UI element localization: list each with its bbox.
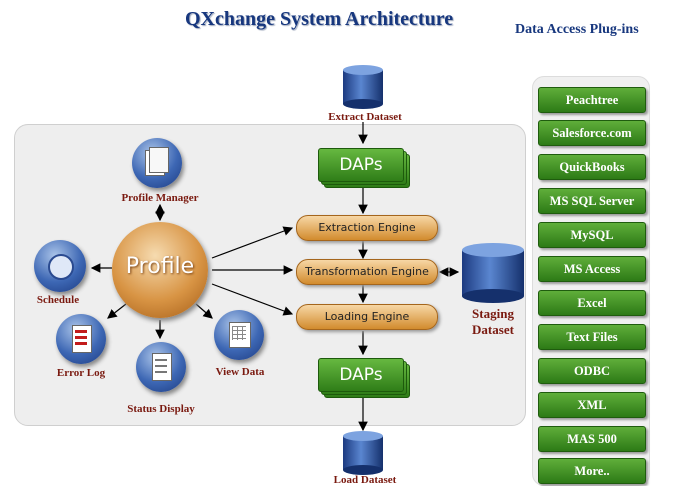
staging-dataset-icon bbox=[462, 243, 524, 303]
status-display-icon bbox=[136, 342, 186, 392]
profile-manager-icon bbox=[132, 138, 182, 188]
plugin-button-odbc[interactable]: ODBC bbox=[538, 358, 646, 384]
loading-engine: Loading Engine bbox=[296, 304, 438, 330]
staging-dataset-label-line1: Staging bbox=[472, 306, 514, 321]
extract-dataset-icon bbox=[343, 65, 383, 109]
plugin-button-salesforce[interactable]: Salesforce.com bbox=[538, 120, 646, 146]
plugin-button-ms-sql-server[interactable]: MS SQL Server bbox=[538, 188, 646, 214]
extraction-engine: Extraction Engine bbox=[296, 215, 438, 241]
plugin-button-text-files[interactable]: Text Files bbox=[538, 324, 646, 350]
transformation-engine: Transformation Engine bbox=[296, 259, 438, 285]
staging-dataset-label-line2: Dataset bbox=[472, 322, 514, 337]
extract-dataset-label: Extract Dataset bbox=[328, 111, 402, 123]
daps-bottom-label: DAPs bbox=[318, 358, 404, 392]
status-display-label: Status Display bbox=[127, 403, 195, 415]
plugins-title: Data Access Plug-ins bbox=[515, 22, 639, 37]
plugin-button-ms-access[interactable]: MS Access bbox=[538, 256, 646, 282]
plugin-button-more[interactable]: More.. bbox=[538, 458, 646, 484]
profile-hub bbox=[112, 222, 208, 318]
daps-bottom: DAPs bbox=[318, 358, 410, 398]
load-dataset-icon bbox=[343, 431, 383, 475]
plugin-button-quickbooks[interactable]: QuickBooks bbox=[538, 154, 646, 180]
schedule-label: Schedule bbox=[36, 294, 80, 306]
error-log-label: Error Log bbox=[56, 367, 106, 379]
view-data-icon bbox=[214, 310, 264, 360]
profile-hub-label: Profile bbox=[125, 254, 195, 279]
plugin-button-mas-500[interactable]: MAS 500 bbox=[538, 426, 646, 452]
diagram-title: QXchange System Architecture bbox=[185, 8, 454, 30]
plugin-button-mysql[interactable]: MySQL bbox=[538, 222, 646, 248]
profile-manager-label: Profile Manager bbox=[121, 192, 199, 204]
plugin-button-excel[interactable]: Excel bbox=[538, 290, 646, 316]
plugin-button-peachtree[interactable]: Peachtree bbox=[538, 87, 646, 113]
load-dataset-label: Load Dataset bbox=[333, 474, 397, 486]
daps-top: DAPs bbox=[318, 148, 410, 188]
schedule-icon bbox=[34, 240, 86, 292]
daps-top-label: DAPs bbox=[318, 148, 404, 182]
view-data-label: View Data bbox=[215, 366, 265, 378]
plugin-button-xml[interactable]: XML bbox=[538, 392, 646, 418]
error-log-icon bbox=[56, 314, 106, 364]
